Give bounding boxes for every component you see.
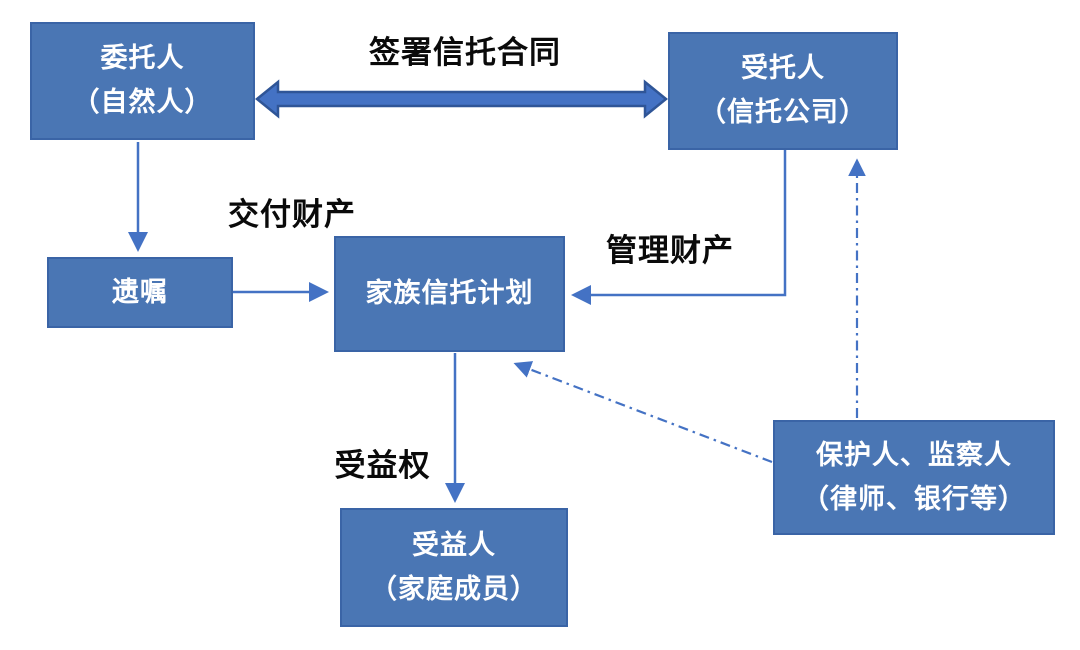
node-protector-line2: （律师、银行等）: [802, 483, 1026, 514]
edge-label-sign-contract: 签署信托合同: [369, 35, 561, 70]
node-settlor-line2: （自然人）: [72, 87, 213, 117]
edge-label-deliver-property: 交付财产: [228, 197, 356, 232]
node-trust-plan-line1: 家族信托计划: [365, 278, 534, 309]
node-will: 遗嘱: [47, 257, 233, 328]
arrow-protector-to-trust: [513, 361, 773, 464]
block-arrow-sign-contract: [255, 79, 668, 119]
node-trust-plan: 家族信托计划: [334, 236, 565, 352]
node-beneficiary: 受益人 （家庭成员）: [340, 508, 568, 627]
node-will-line1: 遗嘱: [112, 276, 168, 307]
node-settlor-line1: 委托人: [100, 43, 185, 74]
node-protector: 保护人、监察人 （律师、银行等）: [773, 420, 1055, 535]
edge-label-beneficial-right: 受益权: [334, 448, 431, 483]
node-protector-line1: 保护人、监察人: [816, 439, 1012, 470]
node-trustee-line1: 受托人: [741, 53, 825, 84]
node-trustee: 受托人 （信托公司）: [668, 32, 898, 150]
node-trustee-line2: （信托公司）: [699, 97, 867, 127]
edge-label-manage-property: 管理财产: [606, 233, 734, 268]
node-beneficiary-line1: 受益人: [412, 529, 496, 560]
node-beneficiary-line2: （家庭成员）: [370, 573, 538, 604]
node-settlor: 委托人 （自然人）: [30, 22, 255, 140]
arrow-trustee-to-trust: [571, 150, 787, 305]
